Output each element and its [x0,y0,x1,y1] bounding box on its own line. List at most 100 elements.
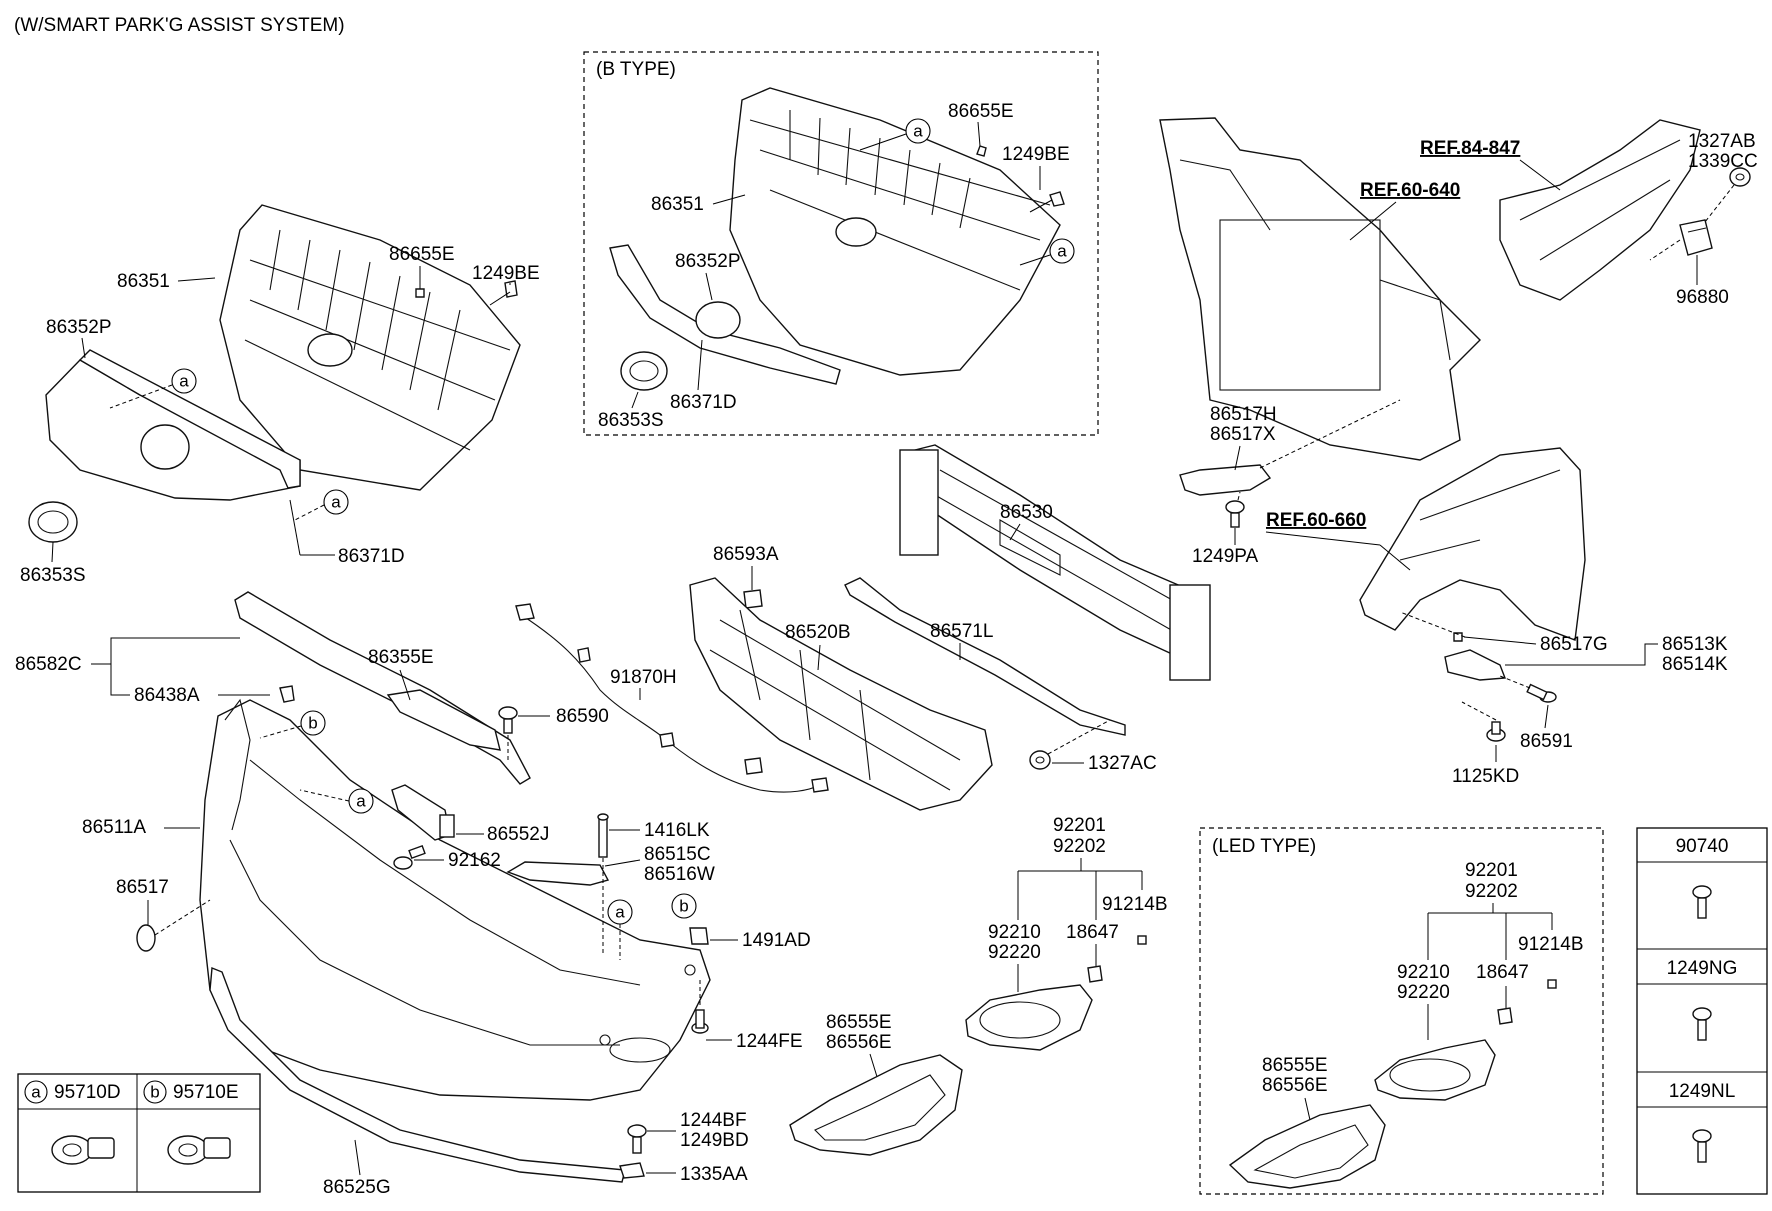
callout-a-b2: a [1049,238,1075,264]
label-18647-led: 18647 [1476,962,1529,983]
label-18647: 18647 [1066,922,1119,943]
callout-a-2: a [323,489,349,515]
clip-1335AA [619,1162,645,1179]
legend-a-part: 95710D [54,1082,121,1103]
label-86371D-b: 86371D [670,392,737,413]
label-92201: 92201 [1053,815,1106,836]
label-86516W: 86516W [644,864,715,885]
svg-text:a: a [1057,242,1067,261]
label-1244BF: 1244BF [680,1110,747,1131]
label-1125KD: 1125KD [1452,766,1519,787]
label-1327AC: 1327AC [1088,753,1157,774]
label-86438A: 86438A [134,685,200,706]
label-86591: 86591 [1520,731,1573,752]
svg-text:a: a [356,792,366,811]
callout-a-4: a [607,899,633,925]
bulb-91214B [1137,935,1147,945]
label-86515C: 86515C [644,844,711,865]
legend-fastener-2: 1249NG [1667,958,1738,979]
label-92210-led: 92210 [1397,962,1450,983]
label-86590: 86590 [556,706,609,727]
label-1244FE: 1244FE [736,1031,803,1052]
label-86353S: 86353S [20,565,86,586]
screw-1244BF [627,1124,647,1154]
label-86514K: 86514K [1662,654,1728,675]
screw-1125KD [1486,721,1506,742]
svg-text:b: b [679,897,688,916]
screw-86591 [1526,683,1557,703]
label-86552J: 86552J [487,824,549,845]
bulb-91214B-led [1547,979,1557,989]
screw-icon-3 [1692,1129,1712,1163]
ref-60-660: REF.60-660 [1266,510,1366,531]
bolt-1249PA [1225,500,1245,528]
clip-86517G [1453,632,1463,642]
label-92202-led: 92202 [1465,881,1518,902]
fastener-legend-table: 90740 1249NG 1249NL [1636,827,1768,1195]
b-type-title: (B TYPE) [596,59,676,80]
label-86353S-b: 86353S [598,410,664,431]
pin-1416LK [597,813,609,858]
energy-absorber-86520B [689,577,993,811]
label-86371D: 86371D [338,546,405,567]
legend-fastener-1: 90740 [1676,836,1729,857]
led-type-box [1199,827,1604,1195]
b-type-trim-strip [609,244,841,385]
legend-fastener-3: 1249NL [1669,1081,1736,1102]
label-86655E-b: 86655E [948,101,1014,122]
label-92202: 92202 [1053,836,1106,857]
label-91214B: 91214B [1102,894,1168,915]
svg-text:a: a [31,1083,41,1102]
svg-text:a: a [615,903,625,922]
svg-text:a: a [331,493,341,512]
label-86352P-b: 86352P [675,251,741,272]
fog-lamp-main [965,984,1093,1051]
label-86556E: 86556E [826,1032,892,1053]
sensor-b-icon [167,1135,231,1165]
bolt-92162 [393,844,426,870]
label-86511A: 86511A [82,817,146,838]
clip-1491AD [689,927,709,945]
main-trim-strip [78,349,301,489]
label-1249PA: 1249PA [1192,546,1259,567]
label-1249BE: 1249BE [472,263,540,284]
b-type-emblem [620,351,668,391]
label-86655E: 86655E [389,244,455,265]
label-1491AD: 1491AD [742,930,811,951]
fender [1359,447,1586,641]
label-92201-led: 92201 [1465,860,1518,881]
label-86352P: 86352P [46,317,112,338]
diagram-header: (W/SMART PARK'G ASSIST SYSTEM) [14,15,345,36]
callout-b-2: b [671,893,697,919]
label-1339CC: 1339CC [1688,151,1758,172]
svg-text:b: b [308,714,317,733]
wiring-harness-91870H [515,603,829,793]
bracket-86517H [1179,464,1272,496]
front-bumper-cover [199,698,711,1101]
label-86517G: 86517G [1540,634,1608,655]
b-type-grille [729,87,1061,376]
side-bracket-ref84 [1499,119,1701,301]
bracket-86513K [1444,649,1506,681]
radiator-support [1159,117,1481,461]
screw-1244FE [691,1009,709,1034]
nut-1327AB [1729,167,1751,187]
bracket-86515C [506,861,610,886]
ref-84-847: REF.84-847 [1420,138,1520,159]
label-86582C: 86582C [15,654,82,675]
b-type-emblem-outline [695,301,741,339]
label-86571L: 86571L [930,621,993,642]
label-91214B-led: 91214B [1518,934,1584,955]
label-86556E-led: 86556E [1262,1075,1328,1096]
callout-a-1: a [171,368,197,394]
label-86520B: 86520B [785,622,851,643]
fog-bezel-main [789,1054,963,1156]
label-86530: 86530 [1000,502,1053,523]
sensor-a-icon [51,1135,115,1165]
svg-text:b: b [150,1083,159,1102]
callout-b-1: b [300,710,326,736]
cap-86517 [136,924,156,952]
label-1416LK: 1416LK [644,820,710,841]
label-92220: 92220 [988,942,1041,963]
